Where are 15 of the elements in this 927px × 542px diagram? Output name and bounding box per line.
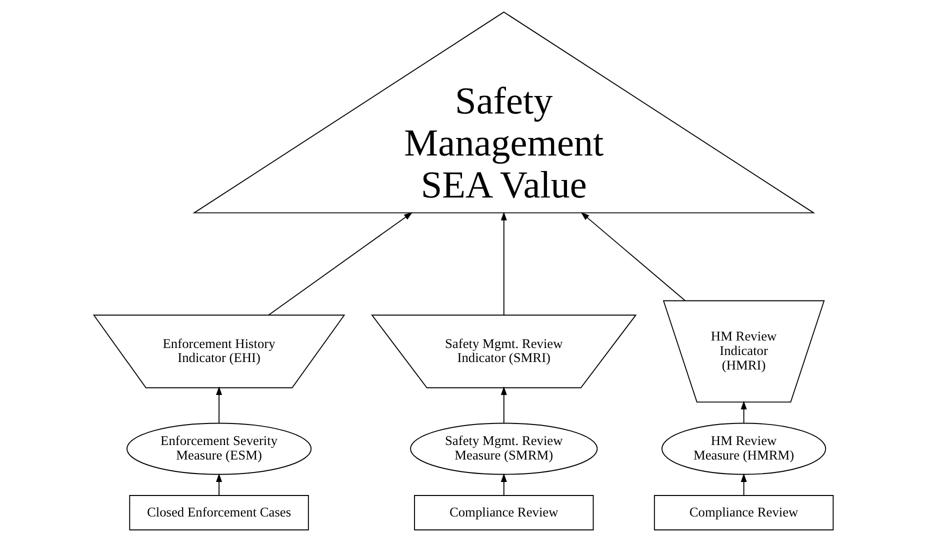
arrow	[216, 386, 222, 424]
arrow	[268, 212, 413, 316]
arrow	[216, 473, 222, 496]
arrow	[500, 473, 507, 496]
node-ellipse: Enforcement Severity Measure (ESM)	[126, 422, 312, 475]
node-box: Closed Enforcement Cases	[129, 495, 309, 530]
node-box: Compliance Review	[414, 495, 594, 530]
arrow	[740, 473, 747, 496]
arrow	[500, 386, 507, 424]
node-ellipse: Safety Mgmt. Review Measure (SMRM)	[410, 422, 598, 475]
arrow	[500, 212, 507, 316]
node-ellipse: HM Review Measure (HMRM)	[661, 422, 826, 475]
arrow	[580, 212, 686, 302]
arrow	[740, 400, 747, 424]
node-box: Compliance Review	[654, 495, 834, 530]
